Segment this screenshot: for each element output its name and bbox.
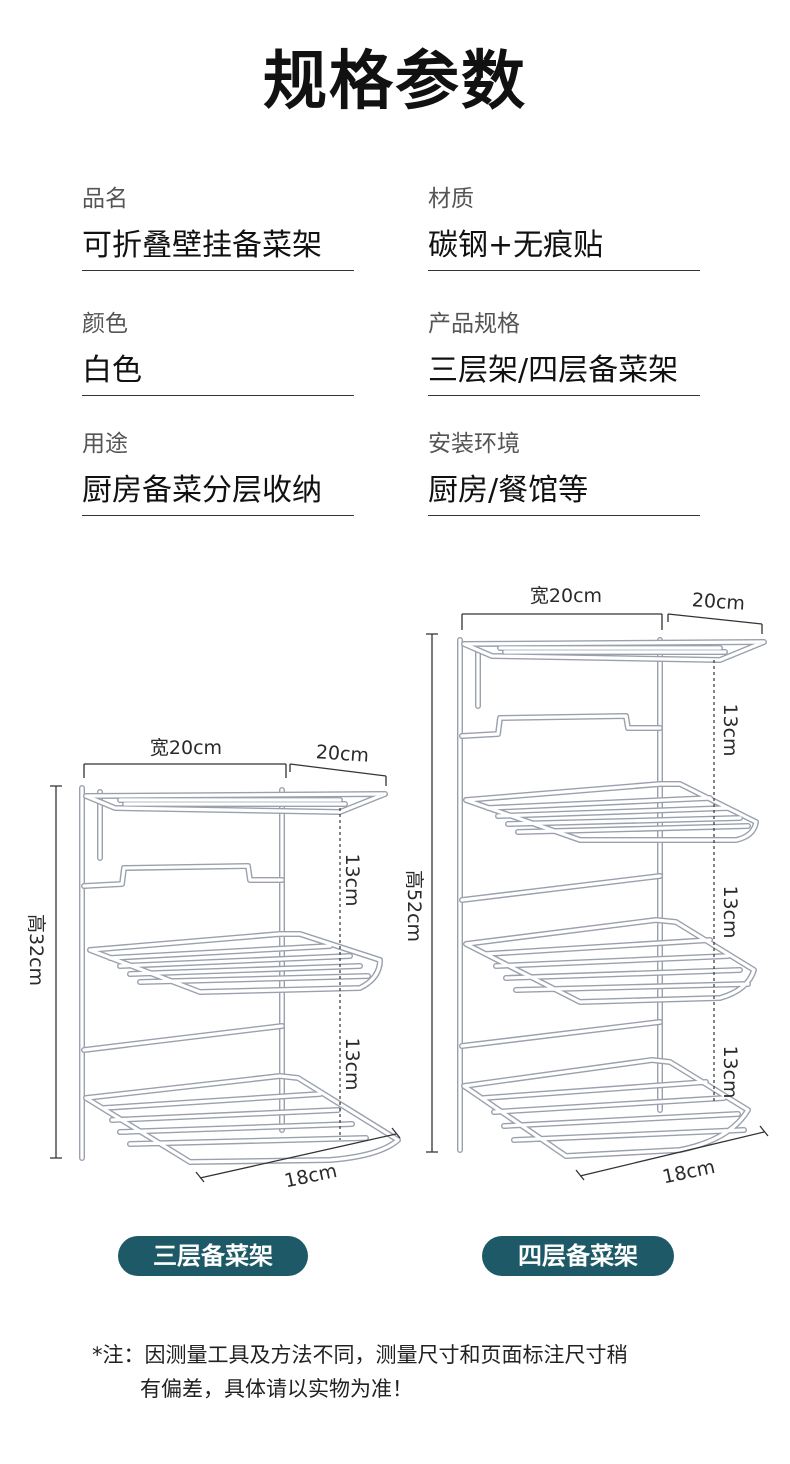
rack-four-width-line [461, 613, 663, 630]
rack-four-width-label: 宽20cm [530, 585, 602, 607]
rack-four-length-label: 18cm [660, 1156, 717, 1189]
spec-color: 颜色 白色 [82, 307, 354, 396]
rack-four-gap3-label: 13cm [719, 1045, 741, 1098]
note-line: *注：因测量工具及方法不同，测量尺寸和页面标注尺寸稍 [92, 1343, 628, 1367]
rack-four-wire [457, 637, 767, 1159]
spec-label: 材质 [428, 186, 474, 212]
spec-material: 材质 碳钢+无痕贴 [428, 182, 700, 271]
rack-three-length-label: 18cm [282, 1160, 339, 1193]
rack-three-length-line [195, 1127, 401, 1183]
rack-four-depth-label: 20cm [691, 589, 746, 615]
rack-three-gap1-label: 13cm [341, 853, 363, 906]
rack-three-height-line [50, 785, 62, 1159]
spec-value: 白色 [82, 353, 142, 388]
spec-name: 品名 可折叠壁挂备菜架 [82, 182, 354, 271]
spec-label: 颜色 [82, 311, 128, 337]
rack-illustration: .w { fill: none; stroke: #9aa1ad; stroke… [25, 585, 769, 1193]
spec-value: 碳钢+无痕贴 [428, 228, 604, 263]
rack-four-height-label: 高52cm [403, 870, 425, 942]
rack-four-depth-line [667, 613, 763, 634]
rack-four-gap2-label: 13cm [719, 885, 741, 938]
rack-three-height-label: 高32cm [25, 914, 47, 986]
rack-four-tier: 宽20cm 20cm 13cm 13cm 13cm 高52cm 18cm [403, 585, 769, 1189]
rack-three-tier: 宽20cm 20cm 13cm 13cm 高32cm 18cm [25, 737, 401, 1193]
spec-environment: 安装环境 厨房/餐馆等 [428, 427, 700, 516]
rack-three-depth-label: 20cm [315, 741, 370, 767]
spec-size: 产品规格 三层架/四层备菜架 [428, 307, 700, 396]
spec-value: 三层架/四层备菜架 [428, 353, 679, 388]
note-line: 有偏差，具体请以实物为准！ [140, 1377, 413, 1401]
spec-label: 安装环境 [428, 431, 520, 457]
rack-three-width-label: 宽20cm [150, 737, 222, 759]
rack-three-name-badge: 三层备菜架 [118, 1236, 308, 1276]
rack-four-gap1-label: 13cm [719, 703, 741, 756]
spec-usage: 用途 厨房备菜分层收纳 [82, 427, 354, 516]
rack-four-length-line [575, 1125, 769, 1181]
spec-label: 产品规格 [428, 311, 520, 337]
rack-three-wire [79, 785, 401, 1165]
spec-value: 厨房/餐馆等 [428, 473, 589, 508]
spec-value: 厨房备菜分层收纳 [82, 473, 322, 508]
spec-label: 品名 [82, 186, 128, 212]
rack-four-height-line [426, 633, 438, 1153]
page-title: 规格参数 [263, 45, 527, 119]
disclaimer-note: *注：因测量工具及方法不同，测量尺寸和页面标注尺寸稍 有偏差，具体请以实物为准！ [92, 1338, 732, 1406]
rack-four-name-badge: 四层备菜架 [482, 1236, 674, 1276]
spec-label: 用途 [82, 431, 128, 457]
spec-value: 可折叠壁挂备菜架 [82, 228, 322, 263]
rack-three-width-line [83, 763, 287, 778]
rack-three-gap2-label: 13cm [341, 1037, 363, 1090]
rack-three-depth-line [289, 763, 387, 786]
